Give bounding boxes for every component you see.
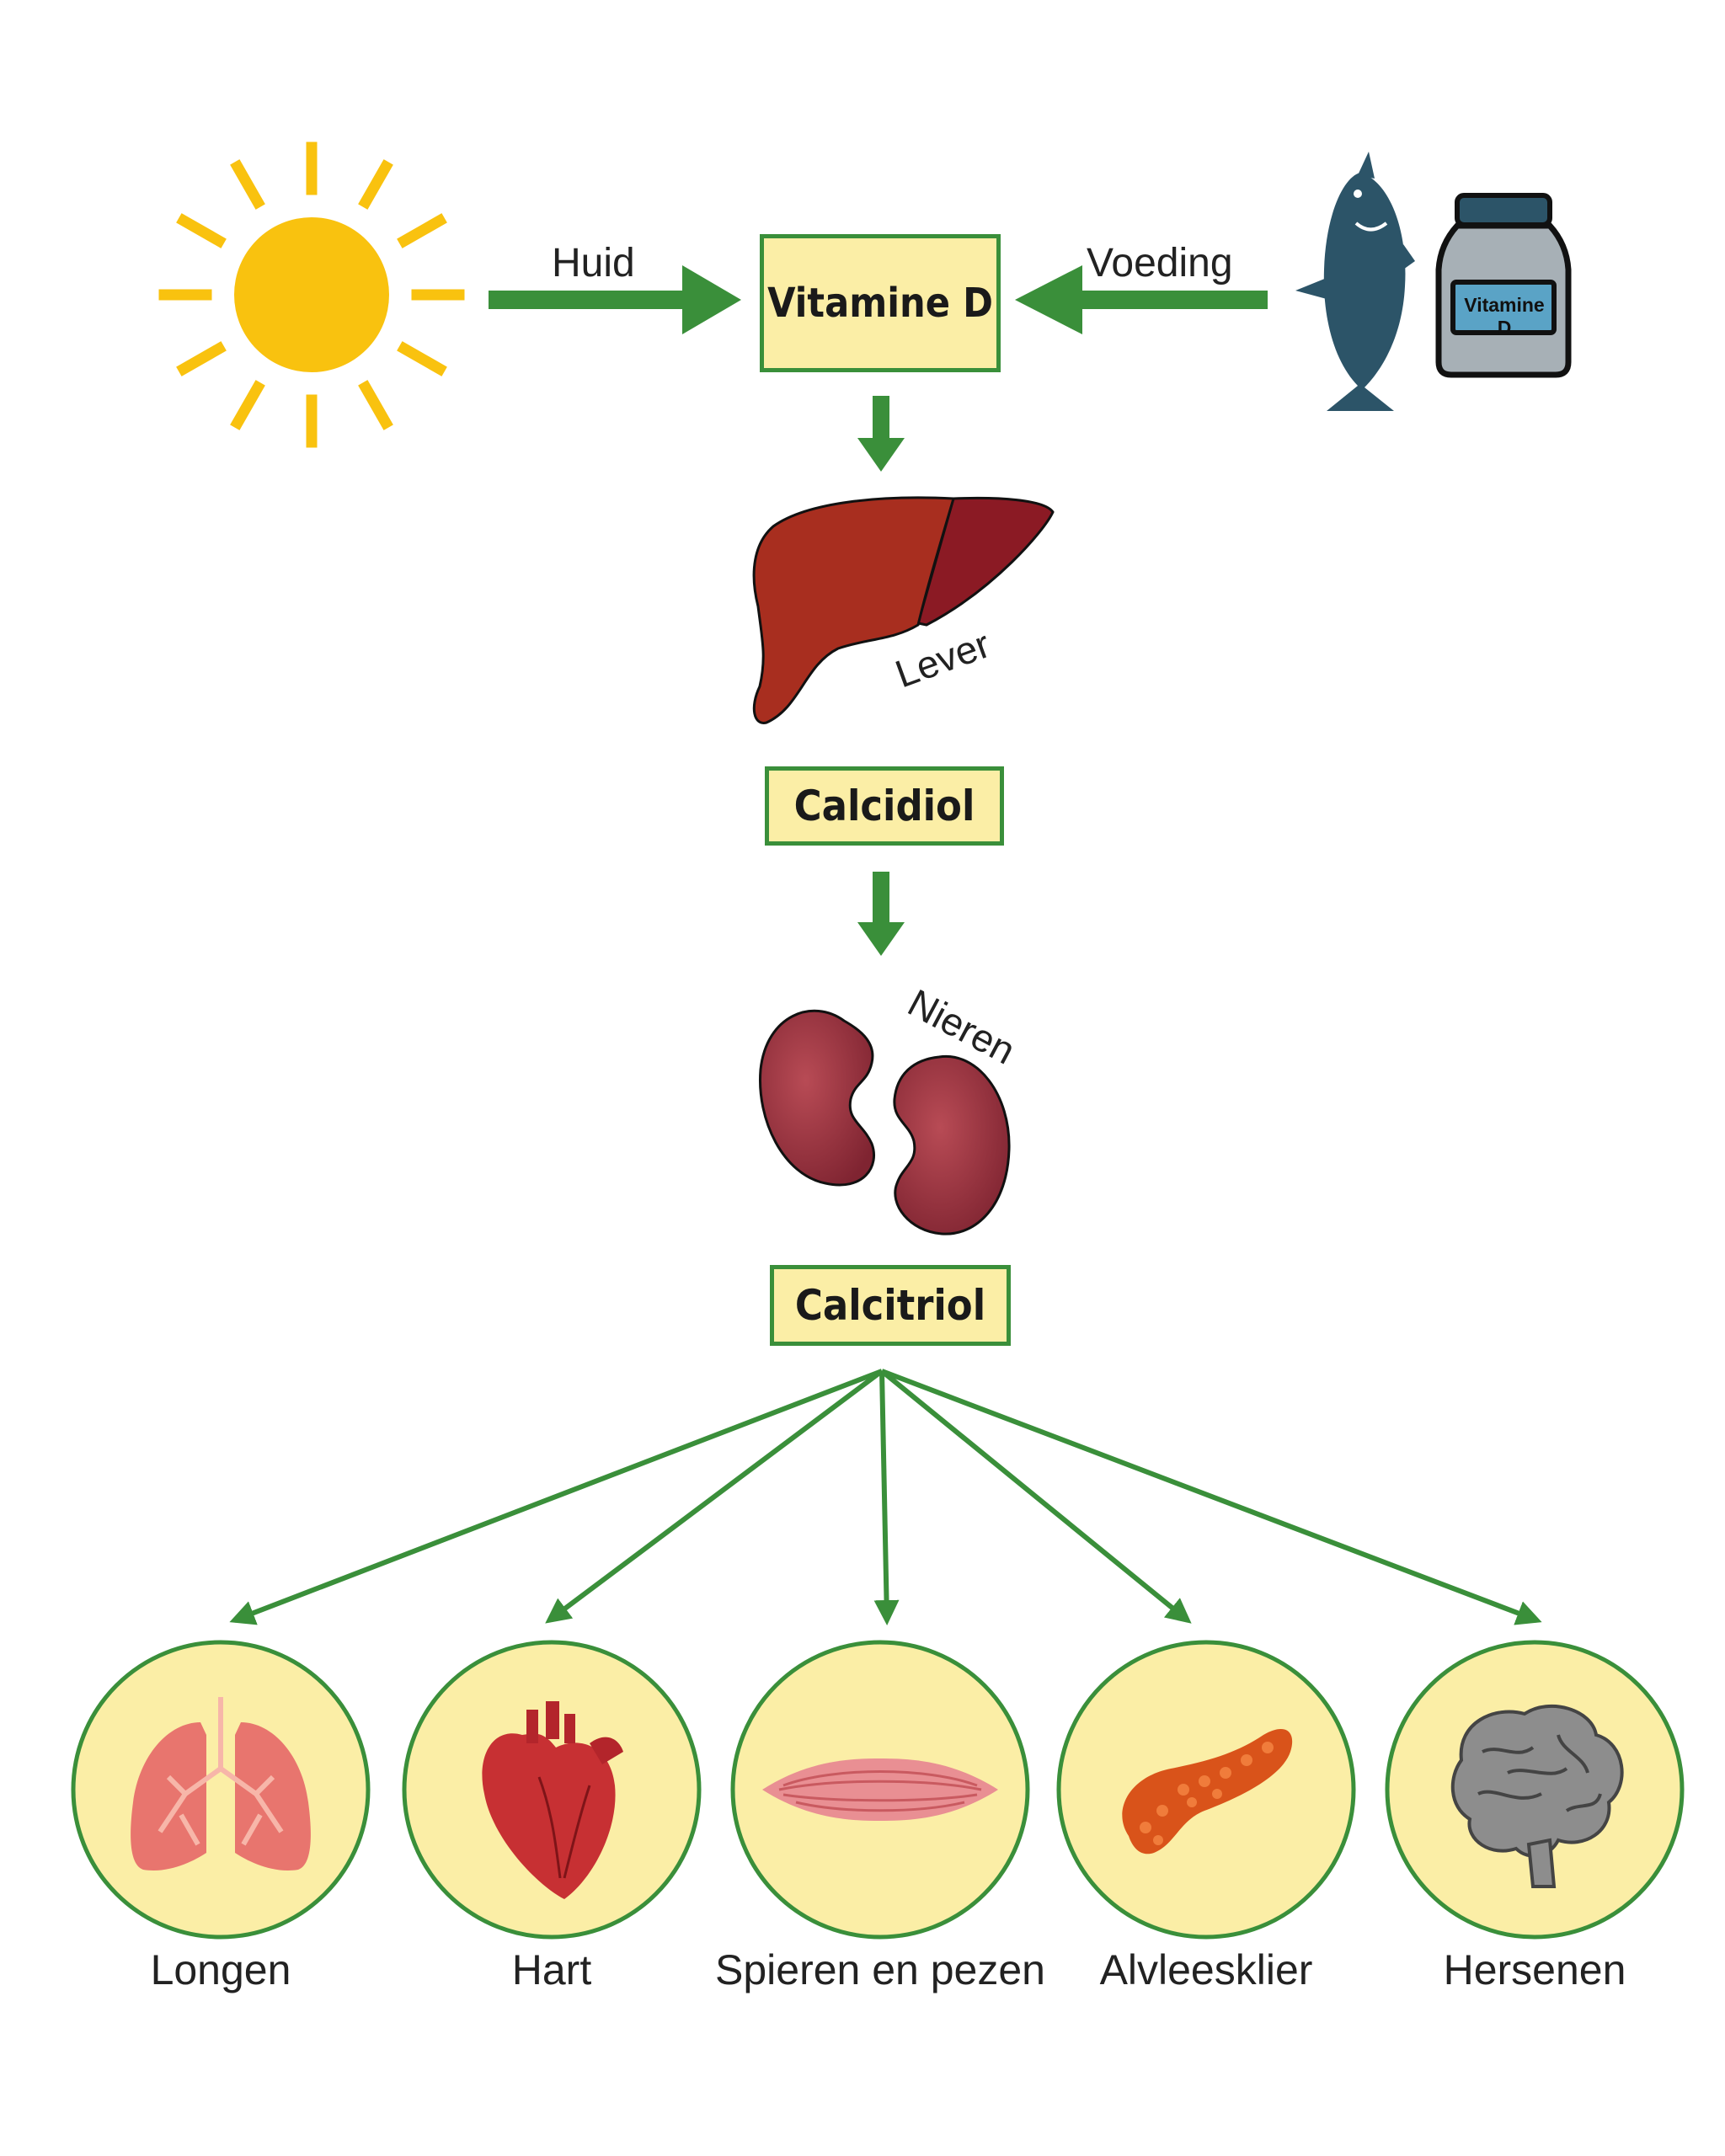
pancreas-icon [1122,1728,1293,1854]
arrow-to-pancreas [880,1369,1192,1624]
calcitriol-box: Calcitriol [770,1265,1011,1346]
heart-icon [482,1701,623,1899]
lungs-circle [71,1640,371,1940]
down-arrow-1 [857,396,905,472]
skin-label: Huid [552,241,635,286]
vitamin-d-box: Vitamine D [760,234,1001,372]
target-label-brain: Hersenen [1443,1946,1626,1993]
skin-arrow [489,265,741,334]
food-label: Voeding [1087,241,1233,286]
kidney-icon-left [758,1009,876,1187]
jar-label: Vitamine D [1464,294,1545,339]
down-arrow-2 [857,872,905,956]
target-label-heart: Hart [511,1946,592,1993]
lungs-icon [131,1697,311,1870]
target-label-lungs: Longen [150,1946,291,1993]
fan-out-arrows [229,1369,1542,1625]
arrow-to-brain [880,1369,1542,1625]
muscle-icon [762,1758,998,1821]
fish-icon [1295,152,1415,411]
supplement-jar-icon [1435,193,1572,378]
food-arrow [1015,265,1268,334]
sun-icon [158,141,465,448]
arrow-to-lungs [229,1369,884,1625]
target-label-muscles: Spieren en pezen [715,1946,1045,1993]
kidney-icon-right [893,1054,1011,1235]
arrow-to-heart [545,1369,884,1624]
liver-icon [752,496,1055,724]
calcidiol-box: Calcidiol [765,766,1004,846]
brain-icon [1450,1705,1624,1888]
arrow-to-muscles [873,1370,900,1625]
target-label-pancreas: Alvleesklier [1099,1946,1313,1993]
